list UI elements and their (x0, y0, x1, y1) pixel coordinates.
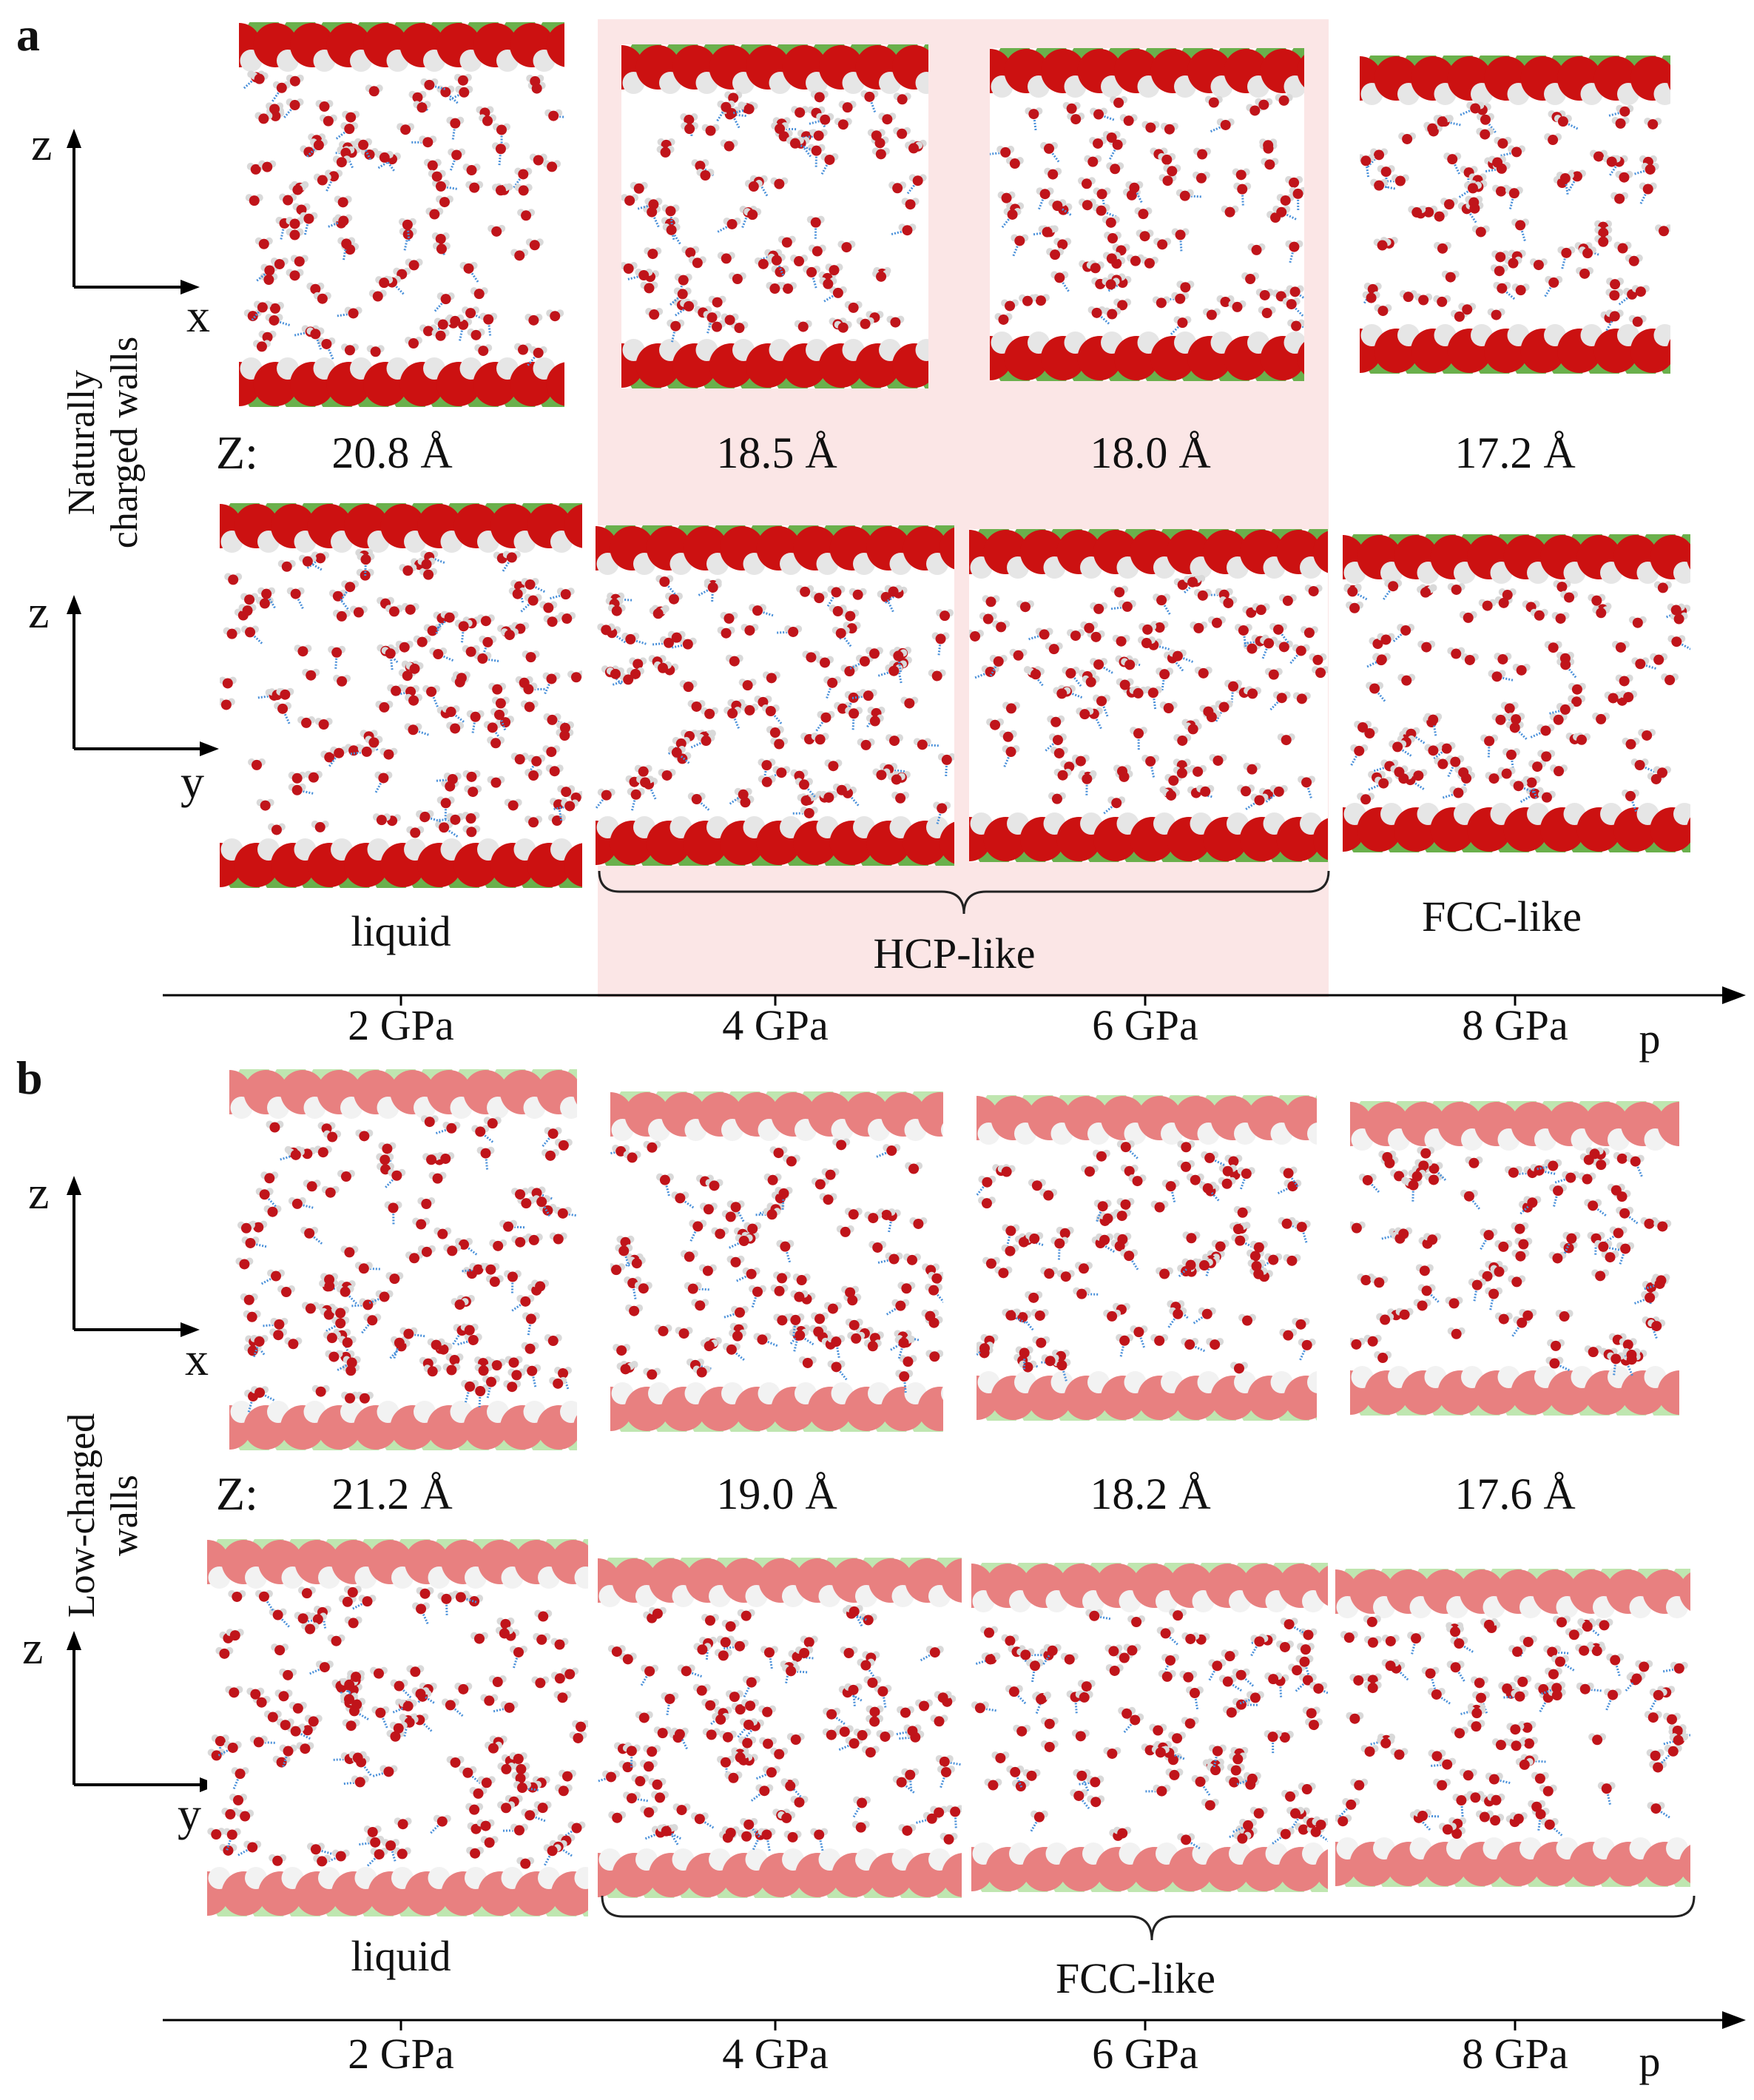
pressure-tick-label: 8 GPa (1462, 2030, 1568, 2078)
separation-value: 20.8 Å (331, 428, 453, 477)
panel-a-letter: a (16, 8, 40, 61)
phase-label: liquid (351, 907, 451, 955)
fcc-brace (601, 1895, 1696, 1941)
axis-y-label: y (181, 755, 204, 808)
simulation-snapshot (976, 1095, 1317, 1421)
wall-label-line-1: Naturally (61, 369, 103, 516)
simulation-snapshot (969, 529, 1328, 862)
pressure-tick-label: 6 GPa (1092, 1001, 1198, 1049)
simulation-snapshot (229, 1069, 577, 1450)
hcp-brace (598, 870, 1330, 915)
simulation-snapshot (1360, 55, 1670, 374)
separation-label: Z: (216, 426, 258, 479)
separation-value: 18.2 Å (1090, 1470, 1211, 1518)
simulation-snapshot (207, 1539, 588, 1916)
phase-label: FCC-like (1422, 892, 1582, 940)
panel-b-letter: b (16, 1051, 43, 1104)
phase-label: liquid (351, 1932, 451, 1980)
simulation-snapshot (1343, 534, 1690, 852)
wall-type-label-a: Naturally charged walls (61, 309, 146, 576)
axis-x-label: x (185, 1333, 209, 1385)
axis-z-label: z (28, 1166, 50, 1219)
simulation-snapshot (596, 525, 954, 866)
separation-value: 17.2 Å (1454, 428, 1576, 477)
simulation-snapshot (971, 1563, 1328, 1892)
pressure-axis-a (163, 986, 1746, 1006)
axis-z-label: z (31, 118, 53, 170)
pressure-axis-b (163, 2011, 1746, 2030)
wall-label-line-2: charged walls (104, 336, 146, 549)
pressure-tick-label: 4 GPa (722, 1001, 829, 1049)
axis-y-label: y (178, 1788, 201, 1840)
phase-label: HCP-like (873, 929, 1036, 977)
axis-x-label: x (186, 289, 210, 342)
simulation-snapshot (1335, 1569, 1690, 1887)
pressure-tick-label: 2 GPa (348, 1001, 454, 1049)
phase-label: FCC-like (1056, 1954, 1215, 2002)
simulation-snapshot (610, 1091, 943, 1432)
separation-value: 17.6 Å (1454, 1470, 1576, 1518)
simulation-snapshot (1350, 1101, 1679, 1416)
separation-value: 21.2 Å (331, 1470, 453, 1518)
wall-label-line-2: walls (104, 1475, 146, 1556)
axes-b-top (67, 1176, 200, 1337)
wall-type-label-b: Low-charged walls (61, 1390, 146, 1641)
pressure-tick-label: 8 GPa (1462, 1001, 1568, 1049)
simulation-snapshot (239, 22, 564, 407)
simulation-snapshot (621, 44, 928, 388)
simulation-snapshot (990, 48, 1304, 381)
axes-a-bottom (67, 595, 219, 756)
pressure-axis-label: p (1639, 1014, 1661, 1063)
separation-value: 19.0 Å (716, 1470, 837, 1518)
wall-label-line-1: Low-charged (61, 1413, 103, 1618)
axes-b-bottom (67, 1631, 219, 1792)
axis-z-label: z (28, 585, 50, 638)
simulation-snapshot (598, 1558, 962, 1898)
separation-value: 18.0 Å (1090, 428, 1211, 477)
pressure-tick-label: 2 GPa (348, 2030, 454, 2078)
pressure-axis-label: p (1639, 2037, 1661, 2085)
axes-a-top (67, 129, 200, 295)
pressure-tick-label: 4 GPa (722, 2030, 829, 2078)
axis-z-label: z (22, 1621, 44, 1674)
separation-value: 18.5 Å (716, 428, 837, 477)
separation-label: Z: (216, 1467, 258, 1520)
pressure-tick-label: 6 GPa (1092, 2030, 1198, 2078)
simulation-snapshot (220, 503, 582, 888)
